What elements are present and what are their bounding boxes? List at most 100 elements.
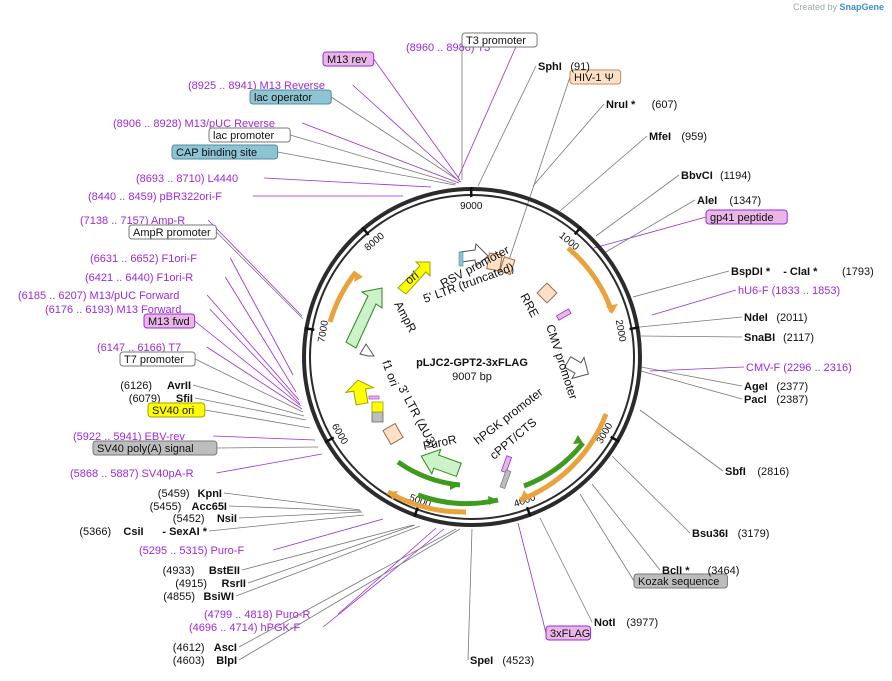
primer-text: (4799 .. 4818) Puro-R [204, 609, 310, 621]
site-label-hiv: HIV-1 Ψ [569, 69, 622, 85]
leader-line [264, 177, 432, 188]
leader-line [194, 358, 304, 413]
site-label-blpi: BlpI(4603) [173, 655, 237, 667]
feature-f1ori: f1 ori [379, 358, 401, 388]
leader-line [579, 493, 635, 582]
enzyme-position: (3179) [738, 528, 770, 540]
leader-line [640, 366, 743, 387]
enzyme-position: (2377) [776, 381, 808, 393]
enzyme-name-2: - SexAI * [162, 526, 207, 538]
enzyme-name: AleI [697, 195, 717, 207]
site-label-paci: PacI(2387) [744, 394, 808, 406]
site-label-sfii: SfiI(6079) [129, 393, 193, 405]
site-label-rsrii: RsrII (4915) [175, 578, 246, 590]
feature-badge [249, 89, 332, 105]
tick-mark [324, 436, 335, 444]
enzyme-position: (2117) [783, 332, 814, 344]
feature-badge [705, 209, 788, 225]
site-label-m13rev: M13 rev [322, 51, 375, 67]
enzyme-name: RsrII [222, 578, 246, 590]
site-label-alei: AleI(1347) [697, 195, 761, 207]
leader-line [322, 528, 445, 628]
leader-line [532, 103, 605, 187]
enzyme-name: BstEII [209, 565, 240, 577]
leader-line [373, 58, 461, 181]
feature-badge [461, 32, 538, 48]
enzyme-position: (3977) [626, 617, 658, 629]
tick-label: 6000 [329, 422, 350, 447]
enzyme-name: SnaBI [744, 332, 775, 344]
leader-line [194, 397, 307, 421]
feature-badge-text: M13 fwd [148, 316, 190, 328]
enzyme-name: BlpI [216, 655, 237, 667]
enzyme-position: (1194) [720, 170, 751, 182]
site-label-hu6f: hU6-F (1833 .. 1853) [738, 285, 840, 297]
feature-badge [569, 69, 622, 85]
leader-line [639, 316, 743, 328]
site-label-sbfi: SbfI (2816) [725, 466, 789, 478]
features [344, 242, 590, 489]
site-label-bbvci: BbvCI(1194) [681, 170, 751, 182]
enzyme-position: (2816) [757, 466, 789, 478]
site-label-bsteii: BstEII(4933) [163, 565, 240, 577]
leader-line [223, 492, 361, 511]
leader-line [591, 483, 661, 571]
leader-line [508, 76, 571, 261]
enzyme-position: (4915) [175, 578, 207, 590]
leader-line [467, 528, 473, 661]
site-label-nsii: NsiI(5452) [173, 513, 237, 525]
tick-label: 7000 [316, 319, 331, 343]
enzyme-name: MfeI [649, 131, 671, 143]
site-label-m13reverse: (8925 .. 8941) M13 Reverse [188, 80, 325, 92]
feature-puror: PuroR [422, 432, 459, 453]
site-label-avrii: AvrII(6126) [120, 380, 191, 392]
site-label-m13fwd: M13 fwd [143, 313, 196, 329]
leader-line [273, 518, 384, 551]
enzyme-name: SpeI [470, 655, 493, 667]
leader-line [477, 65, 537, 187]
leader-line [593, 216, 707, 249]
enzyme-position: (2011) [776, 312, 807, 324]
enzyme-name: SbfI [725, 466, 746, 478]
enzyme-position: (5366) [79, 526, 111, 538]
feature-badge-text: 3xFLAG [550, 628, 590, 640]
leader-line [277, 151, 456, 186]
feature-badge [92, 440, 218, 456]
primer-text: (8906 .. 8928) M13/pUC Reverse [113, 118, 275, 130]
site-label-kozak: Kozak sequence [633, 573, 728, 589]
tick-mark [413, 507, 419, 518]
site-label-bcli: BclI *(3464) [662, 565, 739, 577]
leader-line [216, 446, 319, 449]
site-label-bsu36i: Bsu36I(3179) [692, 528, 769, 540]
leader-line [517, 522, 547, 634]
tick-label: 9000 [460, 201, 483, 212]
feature-3ltr: 3' LTR (ΔU3) [395, 383, 440, 450]
feature-badge-text: HIV-1 Ψ [574, 72, 614, 84]
feature-badge-text: lac operator [254, 92, 312, 104]
site-label-m13f: (6176 .. 6193) M13 Forward [45, 304, 181, 316]
enzyme-name: CsiI [123, 526, 143, 538]
site-label-cmvf: CMV-F (2296 .. 2316) [746, 362, 852, 374]
leader-line [238, 528, 457, 648]
site-label-acc65i: Acc65I(5455) [150, 501, 227, 513]
leader-line [290, 134, 457, 185]
leader-line [539, 517, 593, 623]
site-label-t3prom: T3 promoter [461, 32, 538, 48]
site-label-cap: CAP binding site [171, 144, 279, 160]
feature-badge [143, 313, 196, 329]
leader-line [640, 335, 743, 338]
feature-badge [545, 625, 592, 641]
feature-badge-text: T3 promoter [466, 35, 526, 47]
site-label-snabi: SnaBI (2117) [744, 332, 814, 344]
enzyme-position: (5452) [173, 513, 205, 525]
site-label-gp41: gp41 peptide [705, 209, 788, 225]
enzyme-position: (6079) [129, 393, 161, 405]
primer-text: (8925 .. 8941) M13 Reverse [188, 80, 325, 92]
leader-line [603, 199, 696, 254]
feature-rre: RRE [517, 291, 541, 320]
leader-line [241, 524, 414, 571]
leader-line [206, 294, 300, 401]
enzyme-name: PacI [744, 394, 767, 406]
primer-text: (6176 .. 6193) M13 Forward [45, 304, 181, 316]
